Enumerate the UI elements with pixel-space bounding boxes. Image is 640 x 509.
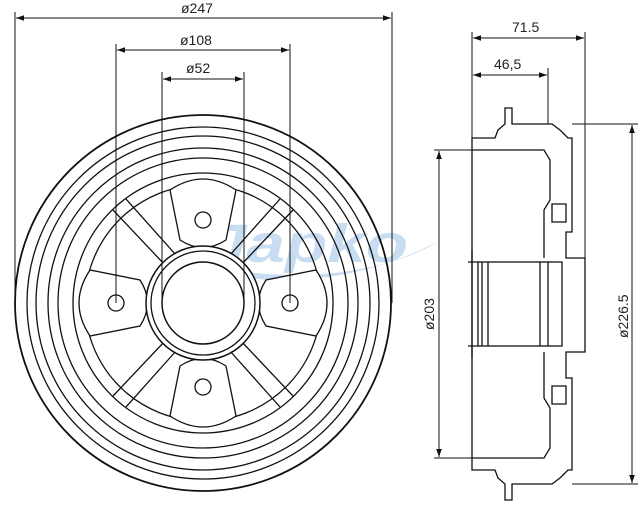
front-view <box>14 114 392 492</box>
drum-ring-2 <box>26 126 380 480</box>
hub-outer <box>145 245 261 361</box>
side-view-dimensions <box>434 32 638 485</box>
dim-drum-outer-label: ø226.5 <box>615 294 631 338</box>
web-outer-ring <box>72 172 334 434</box>
drum-ring-5 <box>57 157 349 449</box>
dim-total-height-label: 71.5 <box>512 19 539 35</box>
hub-body <box>477 261 563 347</box>
dim-drum-inner-label: ø203 <box>421 298 437 330</box>
drum-ring-4 <box>47 147 359 459</box>
dim-outer-label: ø247 <box>181 0 213 16</box>
bolt-hole-top <box>194 211 212 229</box>
side-view <box>468 107 586 501</box>
bolt-hole-bottom <box>194 378 212 396</box>
front-view-dimensions <box>14 12 393 303</box>
dim-hub-height-label: 46,5 <box>494 56 521 72</box>
drum-ring-3 <box>35 135 371 471</box>
hub-middle <box>150 250 256 356</box>
bolt-bosses <box>78 178 328 428</box>
dim-center-bore-label: ø52 <box>186 60 210 76</box>
drum-profile <box>471 107 586 501</box>
dim-bolt-circle-label: ø108 <box>180 32 212 48</box>
